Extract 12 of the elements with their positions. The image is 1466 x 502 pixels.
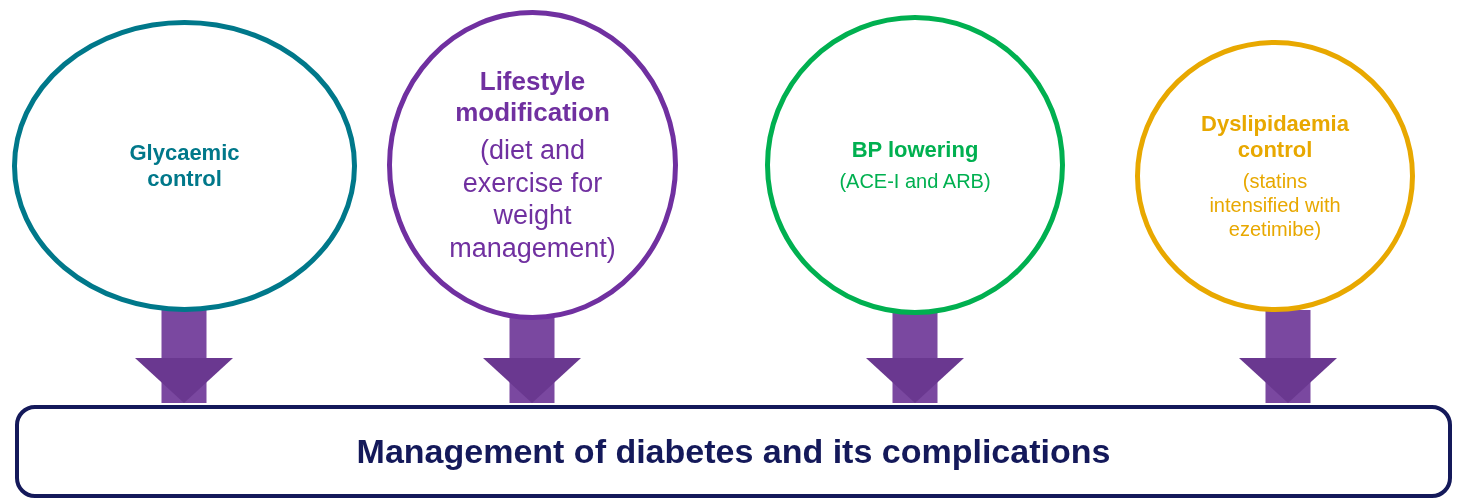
block-arrow	[483, 318, 581, 403]
heading: BP lowering	[850, 136, 980, 164]
heading: Management of diabetes and its complications	[355, 431, 1112, 472]
heading: Dyslipidaemia control	[1200, 110, 1350, 164]
heading: Glycaemic control	[128, 139, 241, 193]
block-arrow	[135, 310, 233, 403]
heading: Lifestyle modification	[454, 66, 611, 129]
description: (ACE-I and ARB)	[838, 169, 992, 194]
description: (statins intensified with ezetimibe)	[1208, 169, 1342, 242]
description: (diet and exercise for weight management)	[448, 134, 617, 264]
block-arrow	[866, 313, 964, 403]
block-arrow	[1239, 310, 1337, 403]
